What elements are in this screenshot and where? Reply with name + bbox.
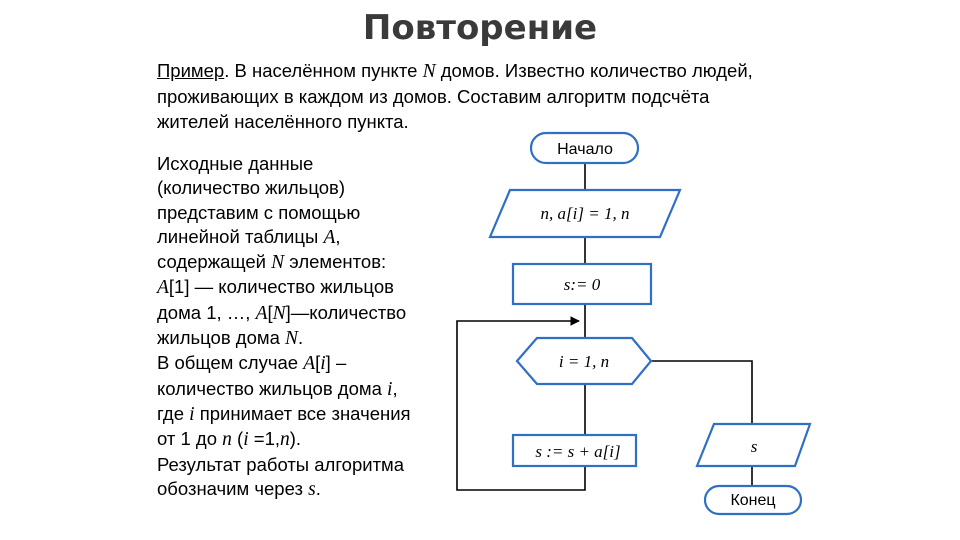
text-run: жильцов дома xyxy=(157,327,286,349)
text-run: количество жильцов дома xyxy=(157,377,388,399)
loop-label: i = 1, n xyxy=(559,352,609,371)
math-var: s xyxy=(308,478,316,500)
math-var: i xyxy=(387,378,393,400)
text-line: Результат работы алгоритма xyxy=(157,453,405,475)
output-label: s xyxy=(751,437,758,456)
math-var: i xyxy=(320,353,326,375)
example-label: Пример xyxy=(157,60,225,81)
text-run: В общем случае xyxy=(157,352,304,374)
sum-label: s := s + a[i] xyxy=(535,442,620,461)
text-line: (количество жильцов) xyxy=(157,177,345,199)
text-line: от 1 до n (i =1,n). xyxy=(157,427,457,452)
start-label: Начало xyxy=(557,141,613,158)
text-run: , xyxy=(335,225,341,247)
text-run: [1] — количество жильцов xyxy=(168,276,394,298)
math-var: n xyxy=(222,429,232,451)
text-line: Исходные данные xyxy=(157,153,314,174)
math-var: A xyxy=(303,353,316,375)
text-run: =1, xyxy=(248,428,281,450)
text-line: где i принимает все значения xyxy=(157,402,457,427)
intro-text: . В населённом пункте xyxy=(224,60,423,81)
text-run: линейной таблицы xyxy=(157,225,324,247)
text-line: содержащей N элементов: xyxy=(157,250,457,275)
text-line: представим с помощью xyxy=(157,201,361,223)
text-run: , xyxy=(392,377,398,399)
text-line: жильцов дома N. xyxy=(157,326,457,351)
math-var: N xyxy=(272,302,286,324)
start-terminal xyxy=(529,131,640,165)
math-var: i xyxy=(189,403,195,425)
output-parallelogram xyxy=(695,422,812,468)
init-process xyxy=(511,262,653,306)
sum-process xyxy=(511,433,638,468)
text-run: где xyxy=(157,402,190,424)
text-run: ] – xyxy=(325,352,347,374)
text-run: от 1 до xyxy=(157,428,223,450)
text-run: [ xyxy=(315,352,321,374)
loop-exit-line xyxy=(650,360,753,424)
intro-line: жителей населённого пункта. xyxy=(157,111,409,132)
page-title: Повторение xyxy=(362,8,598,48)
text-run: ( xyxy=(231,428,244,450)
text-line: A[1] — количество жильцов xyxy=(157,275,457,300)
input-parallelogram xyxy=(488,188,682,239)
var-n: N xyxy=(422,61,436,82)
text-line: количество жильцов дома i, xyxy=(157,377,457,402)
end-terminal xyxy=(703,484,803,516)
math-var: N xyxy=(271,252,285,274)
math-var: i xyxy=(243,429,249,451)
text-run: [ xyxy=(267,301,273,323)
text-run: содержащей xyxy=(157,251,272,273)
text-run: ). xyxy=(289,428,302,450)
text-run: элементов: xyxy=(284,251,387,273)
init-label: s:= 0 xyxy=(564,275,601,294)
math-var: A xyxy=(323,226,336,248)
end-label: Конец xyxy=(730,492,775,509)
math-var: A xyxy=(255,302,268,324)
math-var: A xyxy=(157,277,169,299)
loop-back-arrow xyxy=(456,316,586,491)
math-var: n xyxy=(280,429,290,451)
intro-paragraph: Пример. В населённом пункте N домов. Изв… xyxy=(157,58,857,134)
text-line: В общем случае A[i] – xyxy=(157,351,457,376)
text-line: дома 1, …, A[N]—количество xyxy=(157,301,457,326)
explanation-text: Исходные данные (количество жильцов) пре… xyxy=(157,152,457,502)
math-var: N xyxy=(285,328,299,350)
intro-line: проживающих в каждом из домов. Составим … xyxy=(157,86,710,107)
text-run: . xyxy=(298,327,304,349)
loop-hexagon xyxy=(515,336,653,386)
intro-text: домов. Известно количество людей, xyxy=(435,60,753,81)
input-label: n, a[i] = 1, n xyxy=(541,204,630,223)
text-line: линейной таблицы A, xyxy=(157,225,457,250)
text-run: принимает все значения xyxy=(194,402,411,424)
text-run: ]—количество xyxy=(285,301,407,323)
text-line: обозначим через s. xyxy=(157,477,457,502)
text-run: обозначим через xyxy=(157,477,309,499)
text-run: дома 1, …, xyxy=(157,301,256,323)
text-run: . xyxy=(315,477,321,499)
